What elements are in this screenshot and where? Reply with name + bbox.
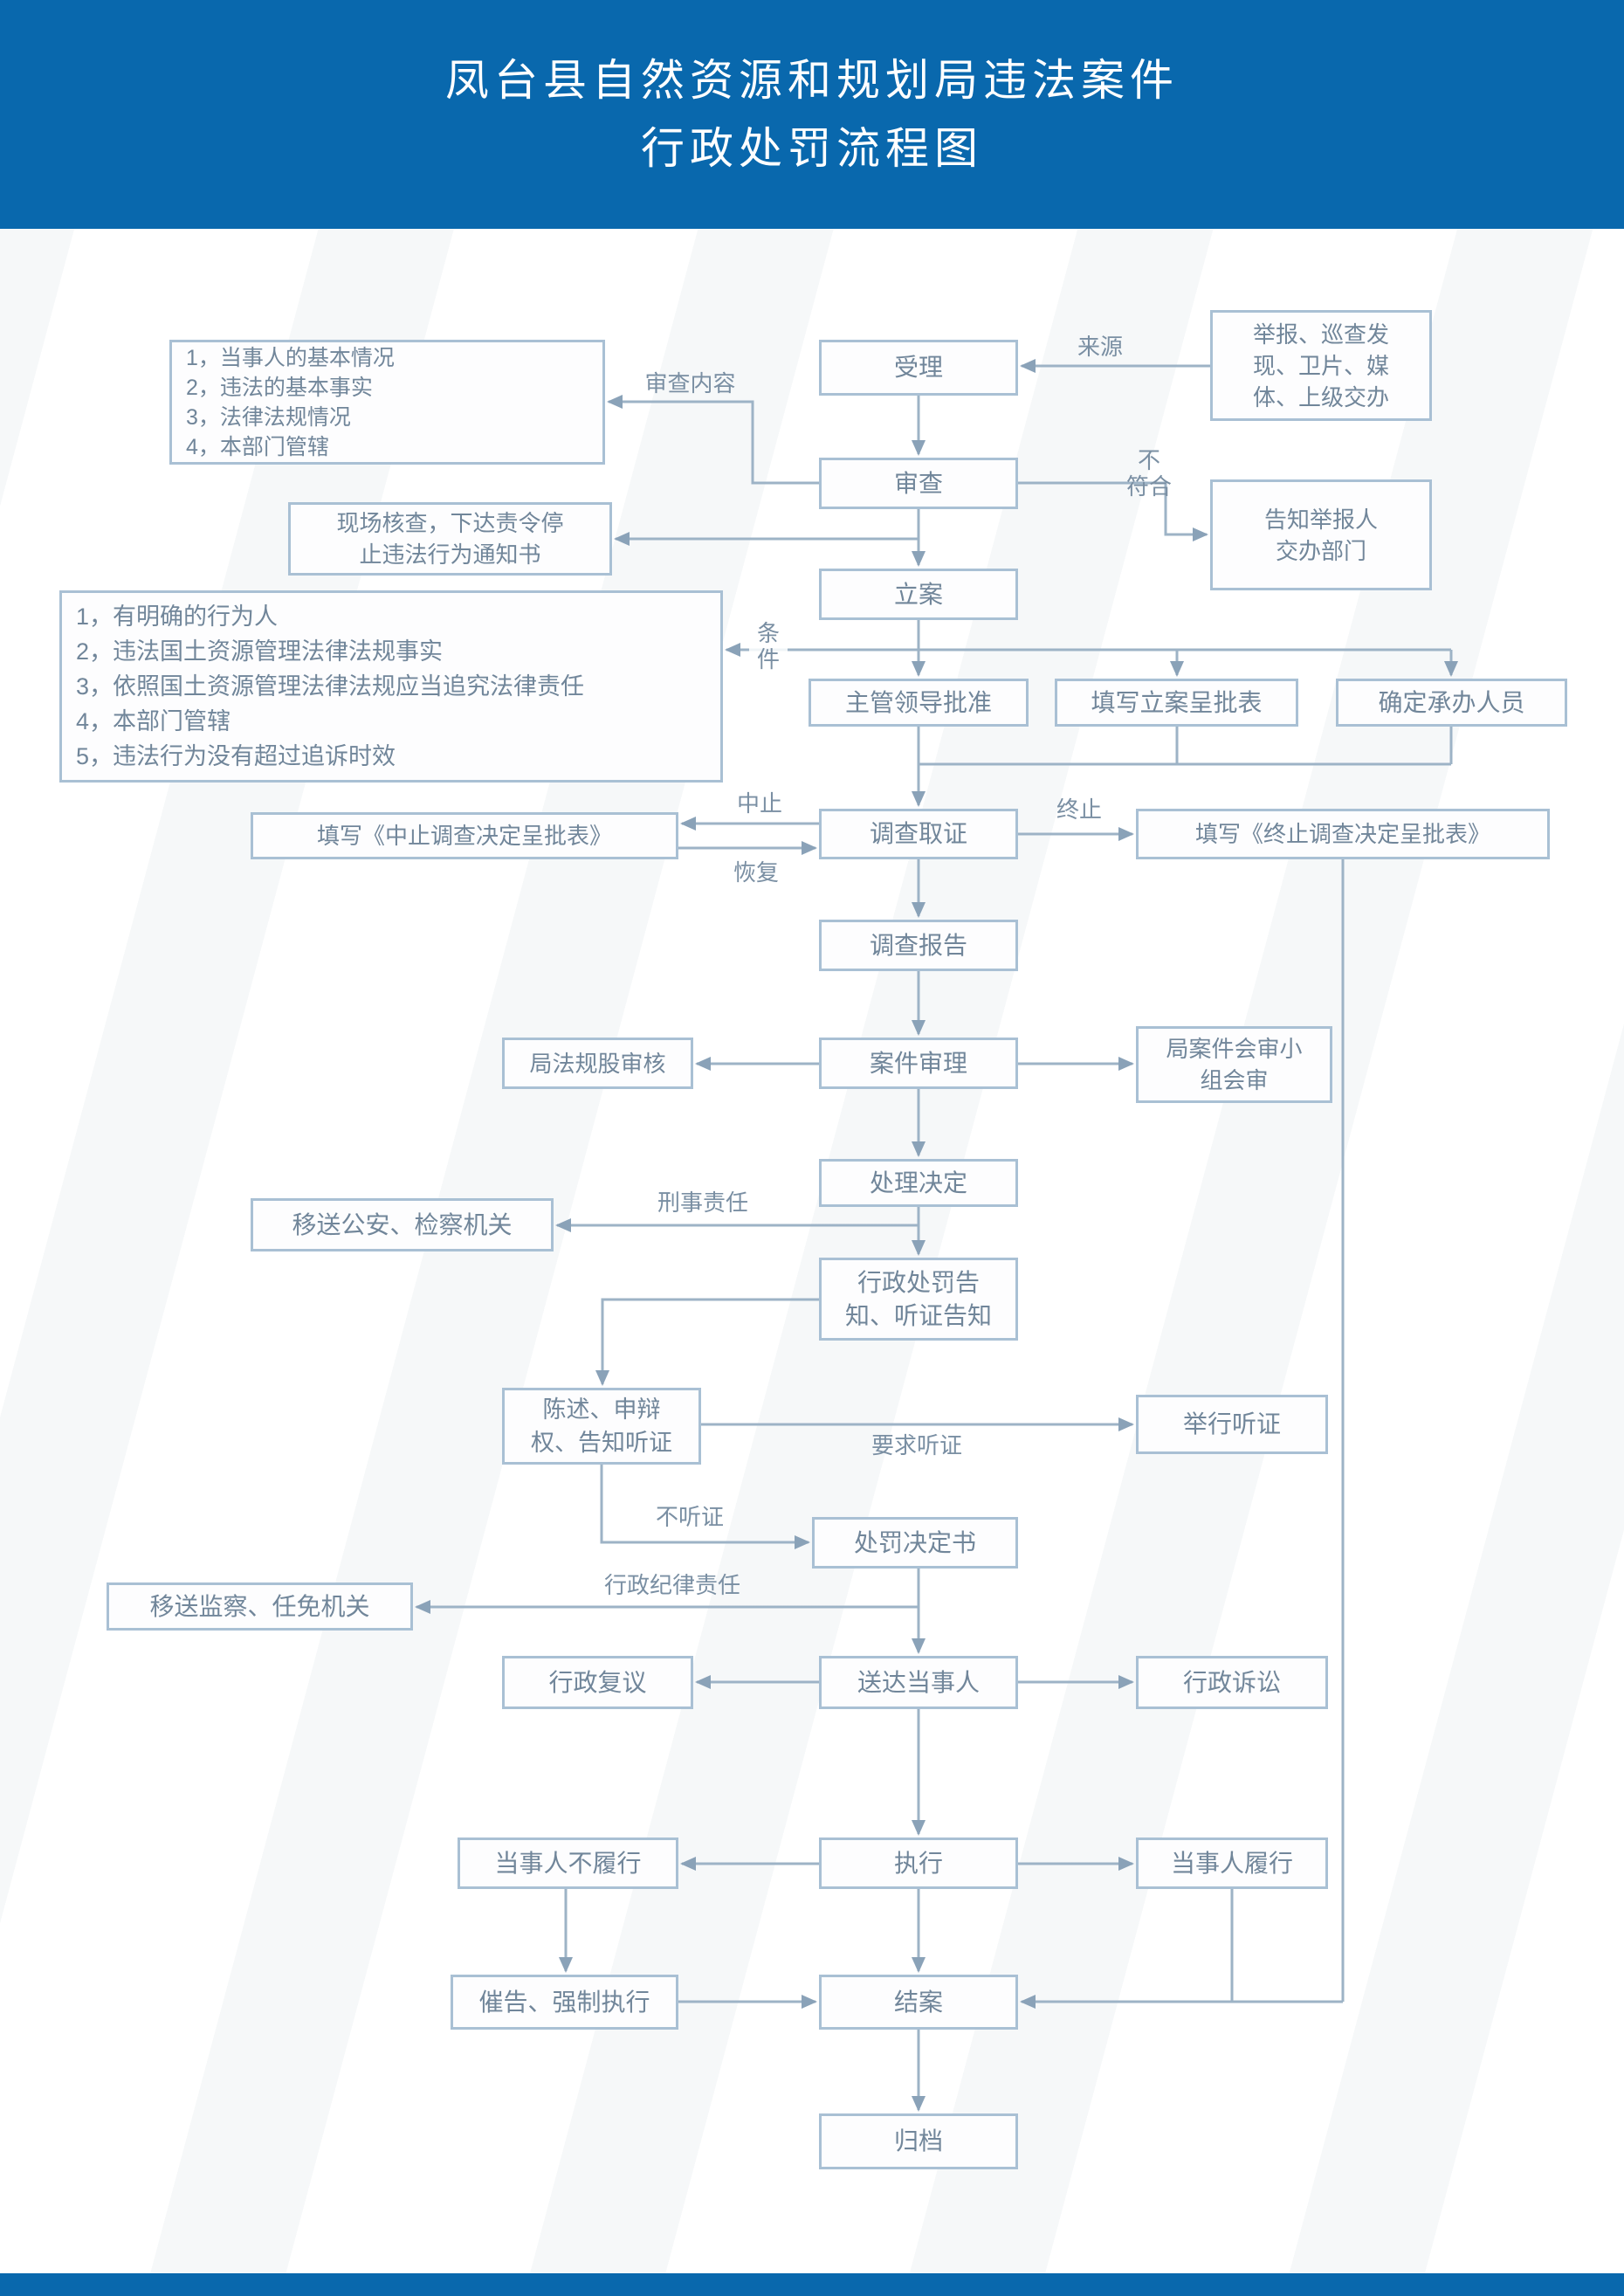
node-hearing: 举行听证 — [1136, 1395, 1328, 1454]
node-terminate-form: 填写《终止调查决定呈批表》 — [1136, 809, 1550, 859]
node-joint-review: 局案件会审小 组会审 — [1136, 1026, 1332, 1103]
edge-label-review-content: 审查内容 — [644, 370, 736, 396]
page-header: 凤台县自然资源和规划局违法案件 行政处罚流程图 — [0, 0, 1624, 229]
node-penalty-notice: 行政处罚告 知、听证告知 — [819, 1258, 1018, 1341]
edge-notice-to-statement — [595, 1298, 819, 1386]
node-execute: 执行 — [819, 1837, 1018, 1889]
node-penalty-decision: 处罚决定书 — [812, 1517, 1018, 1569]
node-notify: 告知举报人 交办部门 — [1210, 479, 1432, 590]
node-accept: 受理 — [819, 340, 1018, 396]
edge-label-no-hearing: 不听证 — [655, 1504, 724, 1530]
edge-label-condition: 条 件 — [749, 620, 788, 672]
node-investigate: 调查取证 — [819, 809, 1018, 859]
edge-label-disciplinary: 行政纪律责任 — [603, 1572, 740, 1598]
node-transfer-police: 移送公安、检察机关 — [251, 1198, 554, 1251]
edge-label-terminate: 终止 — [1056, 796, 1102, 823]
node-source: 举报、巡查发 现、卫片、媒 体、上级交办 — [1210, 310, 1432, 421]
node-leader-approve: 主管领导批准 — [809, 679, 1029, 727]
node-statement: 陈述、申辩 权、告知听证 — [502, 1388, 701, 1465]
node-suspend-form: 填写《中止调查决定呈批表》 — [251, 812, 678, 859]
node-conditions: 1，有明确的行为人 2，违法国土资源管理法律法规事实 3，依照国土资源管理法律法… — [59, 590, 723, 783]
node-review: 审查 — [819, 458, 1018, 509]
page-title-line1: 凤台县自然资源和规划局违法案件 — [445, 56, 1179, 105]
node-not-comply: 当事人不履行 — [458, 1837, 678, 1889]
edge-review-to-notify — [1018, 481, 1208, 541]
edge-label-suspend: 中止 — [736, 790, 782, 817]
footer-bar — [0, 2273, 1624, 2296]
node-transfer-supervision: 移送监察、任免机关 — [107, 1582, 413, 1631]
node-deliver: 送达当事人 — [819, 1656, 1018, 1709]
node-comply: 当事人履行 — [1136, 1837, 1328, 1889]
node-urge-enforce: 催告、强制执行 — [451, 1975, 678, 2030]
node-assign-handler: 确定承办人员 — [1336, 679, 1567, 727]
edge-label-request-hearing: 要求听证 — [870, 1432, 962, 1458]
edge-label-criminal: 刑事责任 — [657, 1189, 748, 1216]
node-reconsideration: 行政复议 — [502, 1656, 693, 1709]
node-close-case: 结案 — [819, 1975, 1018, 2030]
node-fill-case-form: 填写立案呈批表 — [1055, 679, 1298, 727]
node-report: 调查报告 — [819, 920, 1018, 971]
edge-label-source: 来源 — [1077, 334, 1123, 360]
edge-label-resume: 恢复 — [733, 859, 779, 886]
edge-label-not-conform: 不 符合 — [1125, 447, 1172, 500]
node-site-check: 现场核查，下达责令停 止违法行为通知书 — [288, 502, 612, 576]
node-case-review: 案件审理 — [819, 1038, 1018, 1089]
node-decision: 处理决定 — [819, 1159, 1018, 1207]
edge-review-to-content — [607, 395, 819, 485]
node-archive: 归档 — [819, 2113, 1018, 2169]
page-title-line2: 行政处罚流程图 — [641, 124, 983, 173]
node-litigation: 行政诉讼 — [1136, 1656, 1328, 1709]
node-file-case: 立案 — [819, 569, 1018, 620]
node-review-content: 1，当事人的基本情况 2，违法的基本事实 3，法律法规情况 4，本部门管辖 — [169, 340, 605, 465]
node-legal-dept-review: 局法规股审核 — [502, 1038, 693, 1089]
